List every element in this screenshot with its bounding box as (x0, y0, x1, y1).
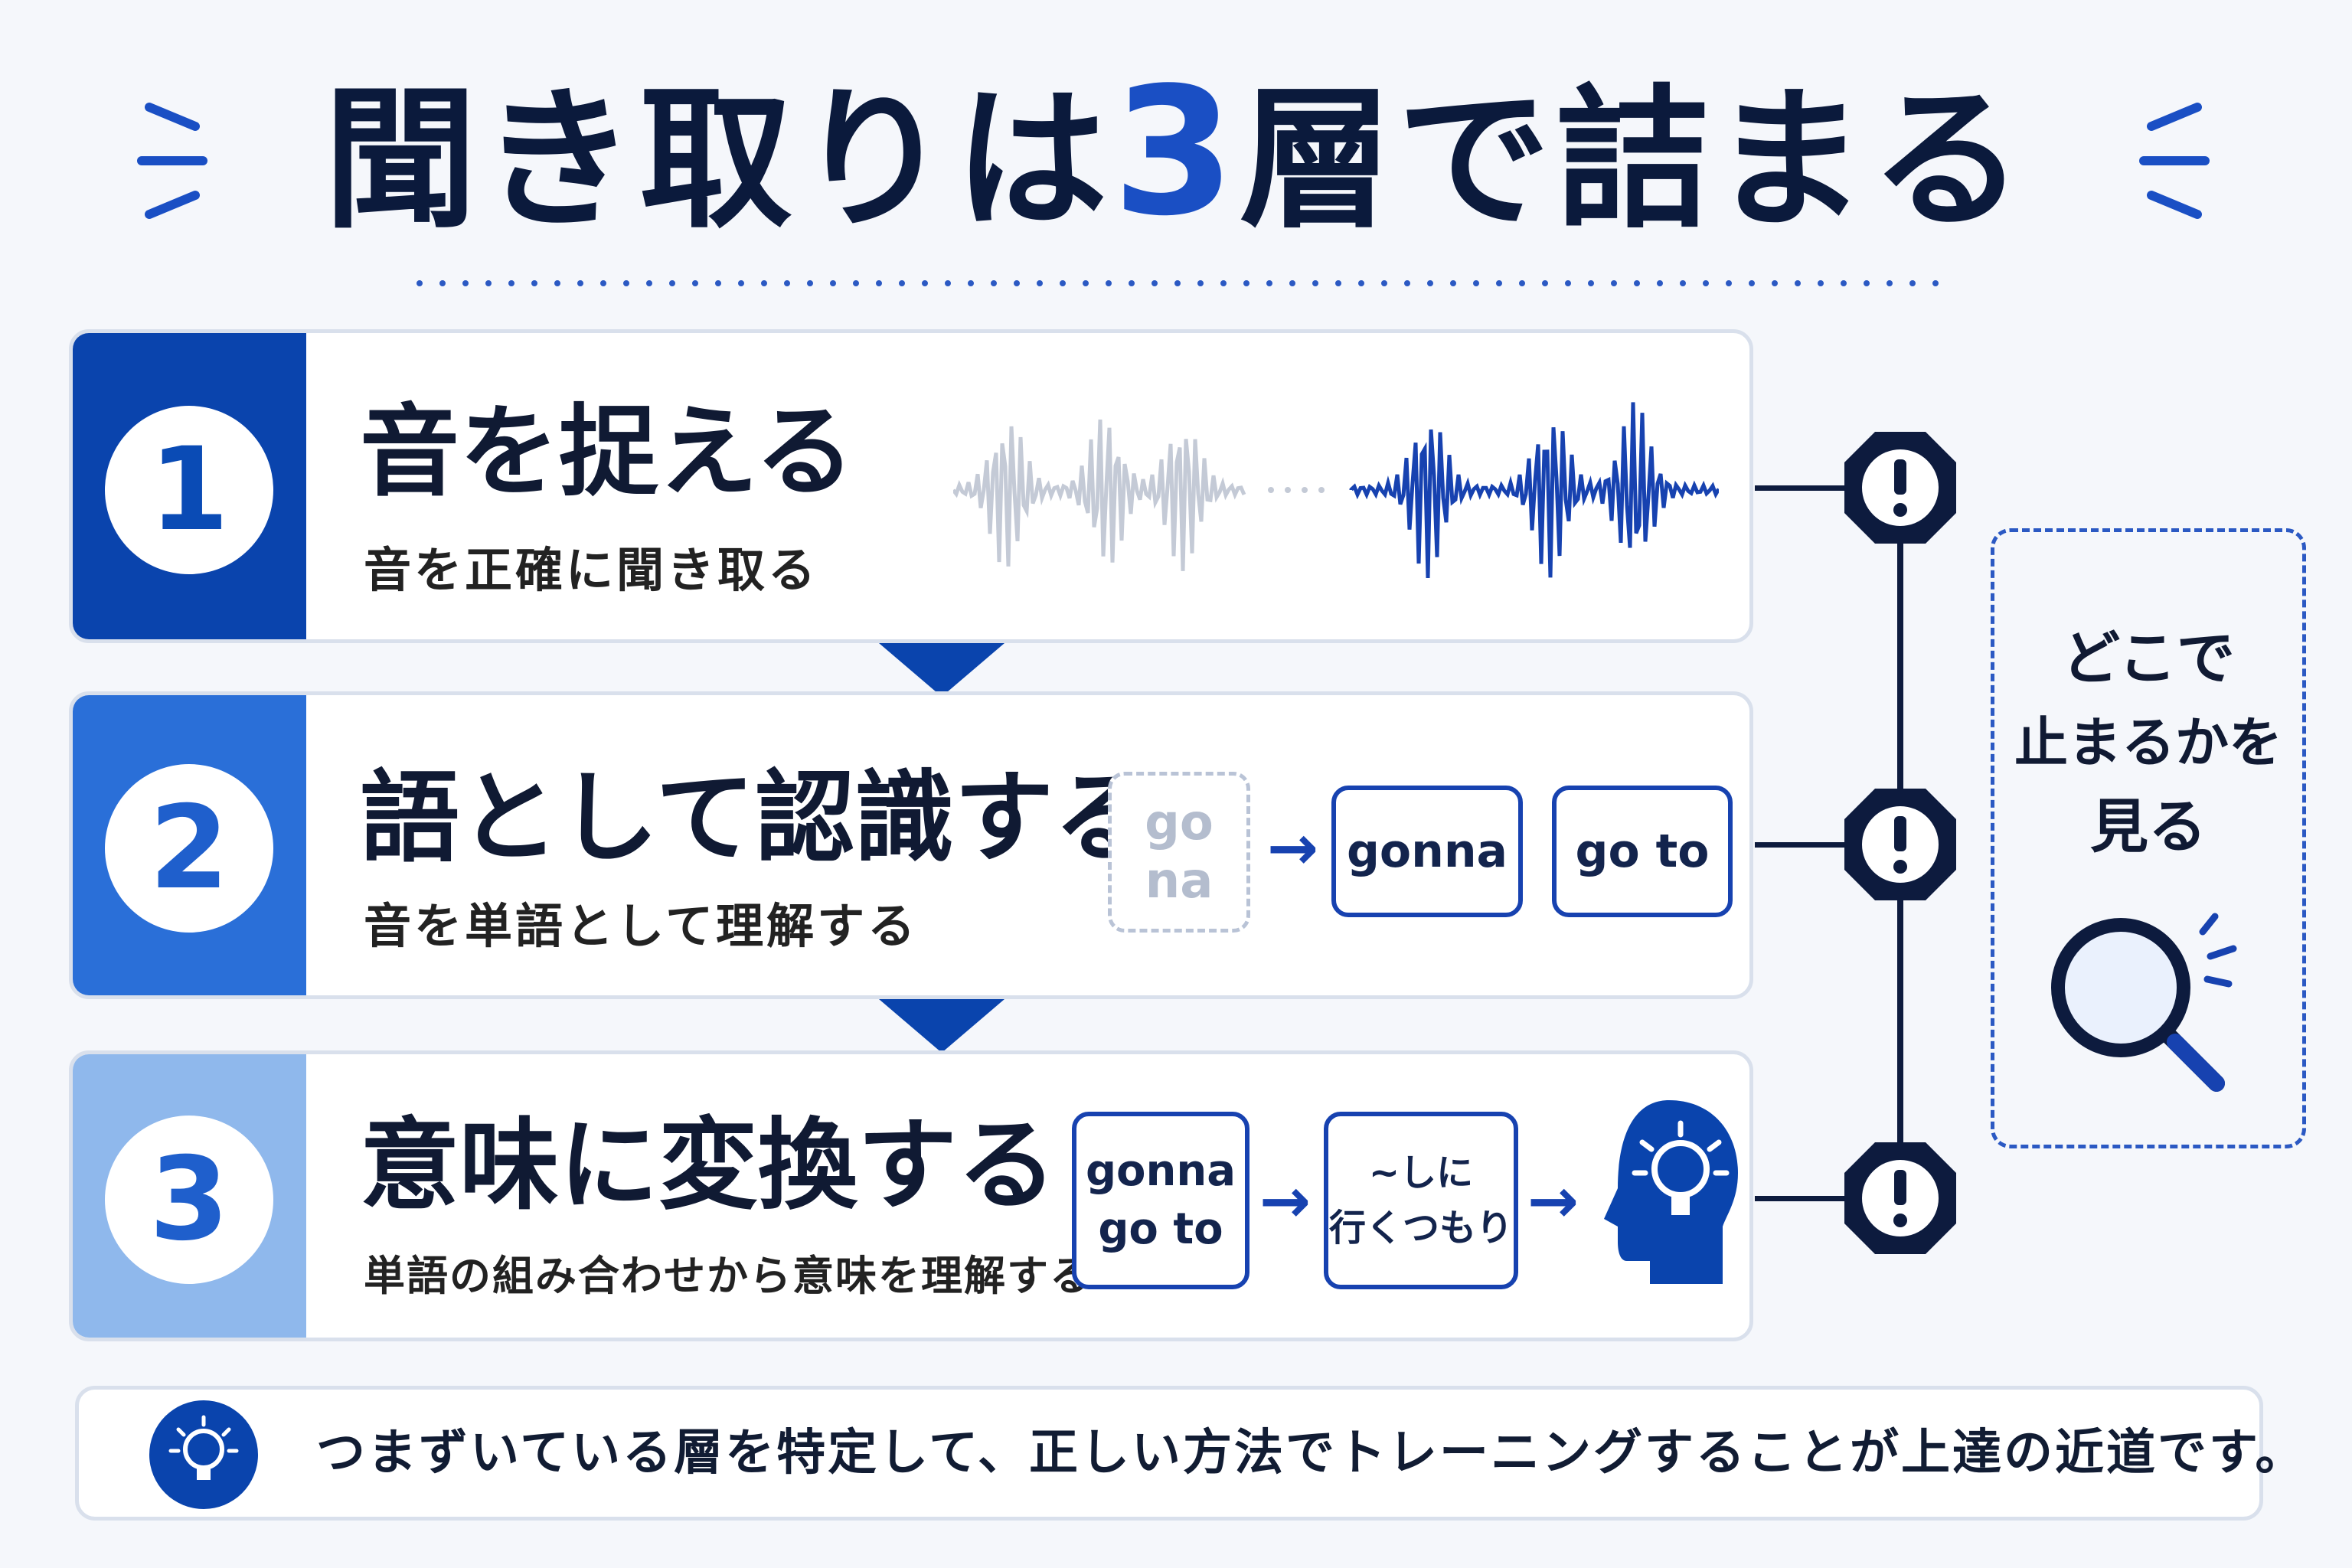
spark-left-icon (137, 103, 207, 219)
layer-1-panel: 1 音を捉える 音を正確に聞き取る (69, 329, 1753, 643)
warning-icon (1844, 789, 1956, 900)
layer-3-badge: 3 (73, 1054, 306, 1338)
words-bottom: go to (1098, 1204, 1223, 1254)
words-top: gonna (1085, 1146, 1236, 1196)
layer-2-number: 2 (105, 764, 273, 933)
connector-3 (1755, 1196, 1847, 1201)
meaning-box: ~しに 行くつもり (1324, 1112, 1518, 1289)
arrow-down-2 (879, 999, 1004, 1053)
warning-icon (1844, 1142, 1956, 1254)
layer-3-number: 3 (105, 1116, 273, 1284)
warning-icon (1844, 432, 1956, 544)
connector-2 (1755, 842, 1847, 848)
tip-text: つまずいている層を特定して、正しい方法でトレーニングすることが上達の近道です。 (316, 1425, 2307, 1481)
words-box: gonna go to (1072, 1112, 1250, 1289)
tip-banner: つまずいている層を特定して、正しい方法でトレーニングすることが上達の近道です。 (75, 1386, 2305, 1521)
layer-1-badge: 1 (73, 333, 306, 639)
layer-3-subtitle: 単語の組み合わせから意味を理解する (364, 1252, 1093, 1300)
meaning-top: ~しに (1368, 1152, 1474, 1194)
sound-chunk-top: go (1145, 795, 1214, 851)
word-gonna: gonna (1346, 825, 1508, 878)
side-line-3: 見る (2090, 792, 2207, 861)
layer-1-heading: 音を捉える (360, 394, 855, 510)
magnifier-icon (2051, 913, 2237, 1092)
sound-chunk-bottom: na (1145, 853, 1214, 910)
page-title: 聞き取りは3層で詰まる (0, 54, 2352, 260)
meaning-bottom: 行くつもり (1328, 1207, 1513, 1250)
layer-1-subtitle: 音を正確に聞き取る (364, 542, 819, 598)
layer-2-panel: 2 語として認識する 音を単語として理解する go na → gonna go … (69, 691, 1753, 999)
arrow-right-icon: → (1259, 1165, 1312, 1236)
side-callout: どこで 止まるかを 見る (1991, 528, 2306, 1148)
sound-chunk-box: go na (1108, 772, 1250, 933)
title-number: 3 (1112, 51, 1240, 255)
title-pre: 聞き取りは (323, 71, 1112, 250)
connector-1 (1755, 485, 1847, 491)
layer-3-panel: 3 意味に変換する 単語の組み合わせから意味を理解する gonna go to … (69, 1050, 1753, 1341)
word-box-gonna: gonna (1331, 786, 1523, 917)
layer-2-badge: 2 (73, 695, 306, 995)
head-lightbulb-icon (1604, 1100, 1738, 1284)
title-divider (416, 280, 1942, 286)
layer-1-number: 1 (105, 406, 273, 574)
arrow-right-icon: → (1267, 812, 1319, 884)
layer-2-subtitle: 音を単語として理解する (364, 898, 919, 954)
title-post: 層で詰まる (1240, 71, 2029, 250)
word-go-to: go to (1575, 825, 1710, 878)
layer-2-heading: 語として認識する (360, 760, 1154, 876)
arrow-right-icon: → (1527, 1165, 1579, 1236)
lightbulb-icon (149, 1400, 258, 1509)
side-line-2: 止まるかを (2014, 711, 2282, 774)
layer-3-heading: 意味に変換する (360, 1107, 1057, 1223)
arrow-down-1 (879, 643, 1004, 697)
side-line-1: どこで (2062, 624, 2235, 692)
waveform-icon (953, 402, 1719, 578)
spark-right-icon (2139, 103, 2210, 219)
word-box-go-to: go to (1552, 786, 1733, 917)
